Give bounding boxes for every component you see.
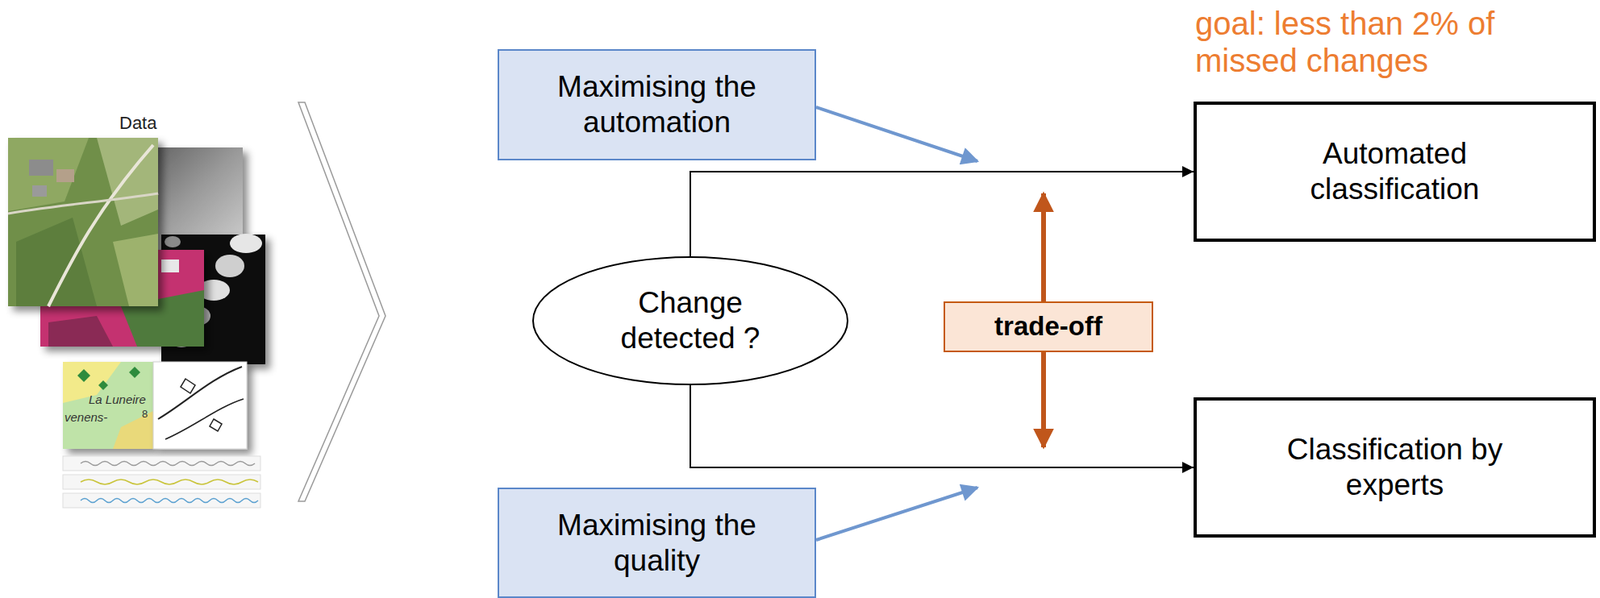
illustration-part: [98, 380, 109, 391]
map-text: 8: [141, 408, 148, 421]
illustration-part: [32, 185, 47, 197]
illustration-part: [77, 369, 91, 383]
goal-box: Maximising the quality: [497, 487, 817, 598]
illustration-part: [62, 362, 154, 450]
map-text: La Luneire: [88, 392, 146, 407]
map-image: [62, 362, 154, 450]
flow-arrow: [690, 171, 1194, 257]
time-series: [62, 456, 261, 509]
goal-note: goal: less than 2% of missed changes: [1195, 4, 1575, 80]
aerial-image: [8, 137, 159, 307]
illustration-part: [48, 316, 113, 347]
node-text: Maximising the quality: [512, 508, 803, 579]
process-box: Classification by experts: [1193, 397, 1596, 538]
process-box: Automated classification: [1193, 101, 1596, 242]
data-label: Data: [119, 112, 157, 134]
illustration-part: [229, 233, 263, 254]
chevron: [298, 102, 386, 502]
decision-ellipse: Change detected ?: [532, 256, 849, 386]
illustration-part: [29, 159, 54, 176]
illustration-part: [62, 456, 261, 471]
map-text: venens-: [64, 410, 108, 425]
illustration-part: [129, 366, 141, 379]
goal-box: Maximising the automation: [497, 49, 817, 161]
illustration-part: [161, 259, 180, 273]
illustration-part: [8, 137, 159, 307]
pointer-arrow: [816, 487, 978, 541]
illustration-part: [215, 254, 245, 278]
illustration-part: [48, 145, 154, 307]
illustration-part: [62, 493, 261, 509]
illustration-part: [112, 233, 159, 307]
illustration-part: [62, 475, 261, 490]
pointer-arrow: [816, 107, 978, 162]
illustration-part: [153, 362, 247, 450]
illustration-part: [164, 236, 181, 248]
illustration-part: [80, 479, 259, 485]
ellipse-outline: [532, 256, 849, 386]
ellipse-outline: [533, 257, 848, 385]
illustration-part: [209, 419, 222, 432]
illustration-part: [180, 379, 196, 394]
plan-image: [153, 362, 247, 450]
node-text: Automated classification: [1241, 136, 1549, 207]
illustration-part: [8, 137, 89, 212]
illustration-part: [158, 366, 242, 420]
illustration-part: [8, 193, 159, 214]
node-text: Change detected ?: [593, 285, 788, 356]
illustration-part: [165, 399, 244, 440]
illustration-part: [80, 462, 255, 467]
illustration-part: [56, 169, 75, 183]
tradeoff-box: trade-off: [943, 301, 1154, 353]
illustration-part: [80, 499, 259, 504]
node-text: Maximising the automation: [512, 69, 803, 140]
flow-arrow: [690, 385, 1194, 468]
node-text: trade-off: [994, 311, 1103, 343]
node-text: Classification by experts: [1241, 432, 1549, 503]
